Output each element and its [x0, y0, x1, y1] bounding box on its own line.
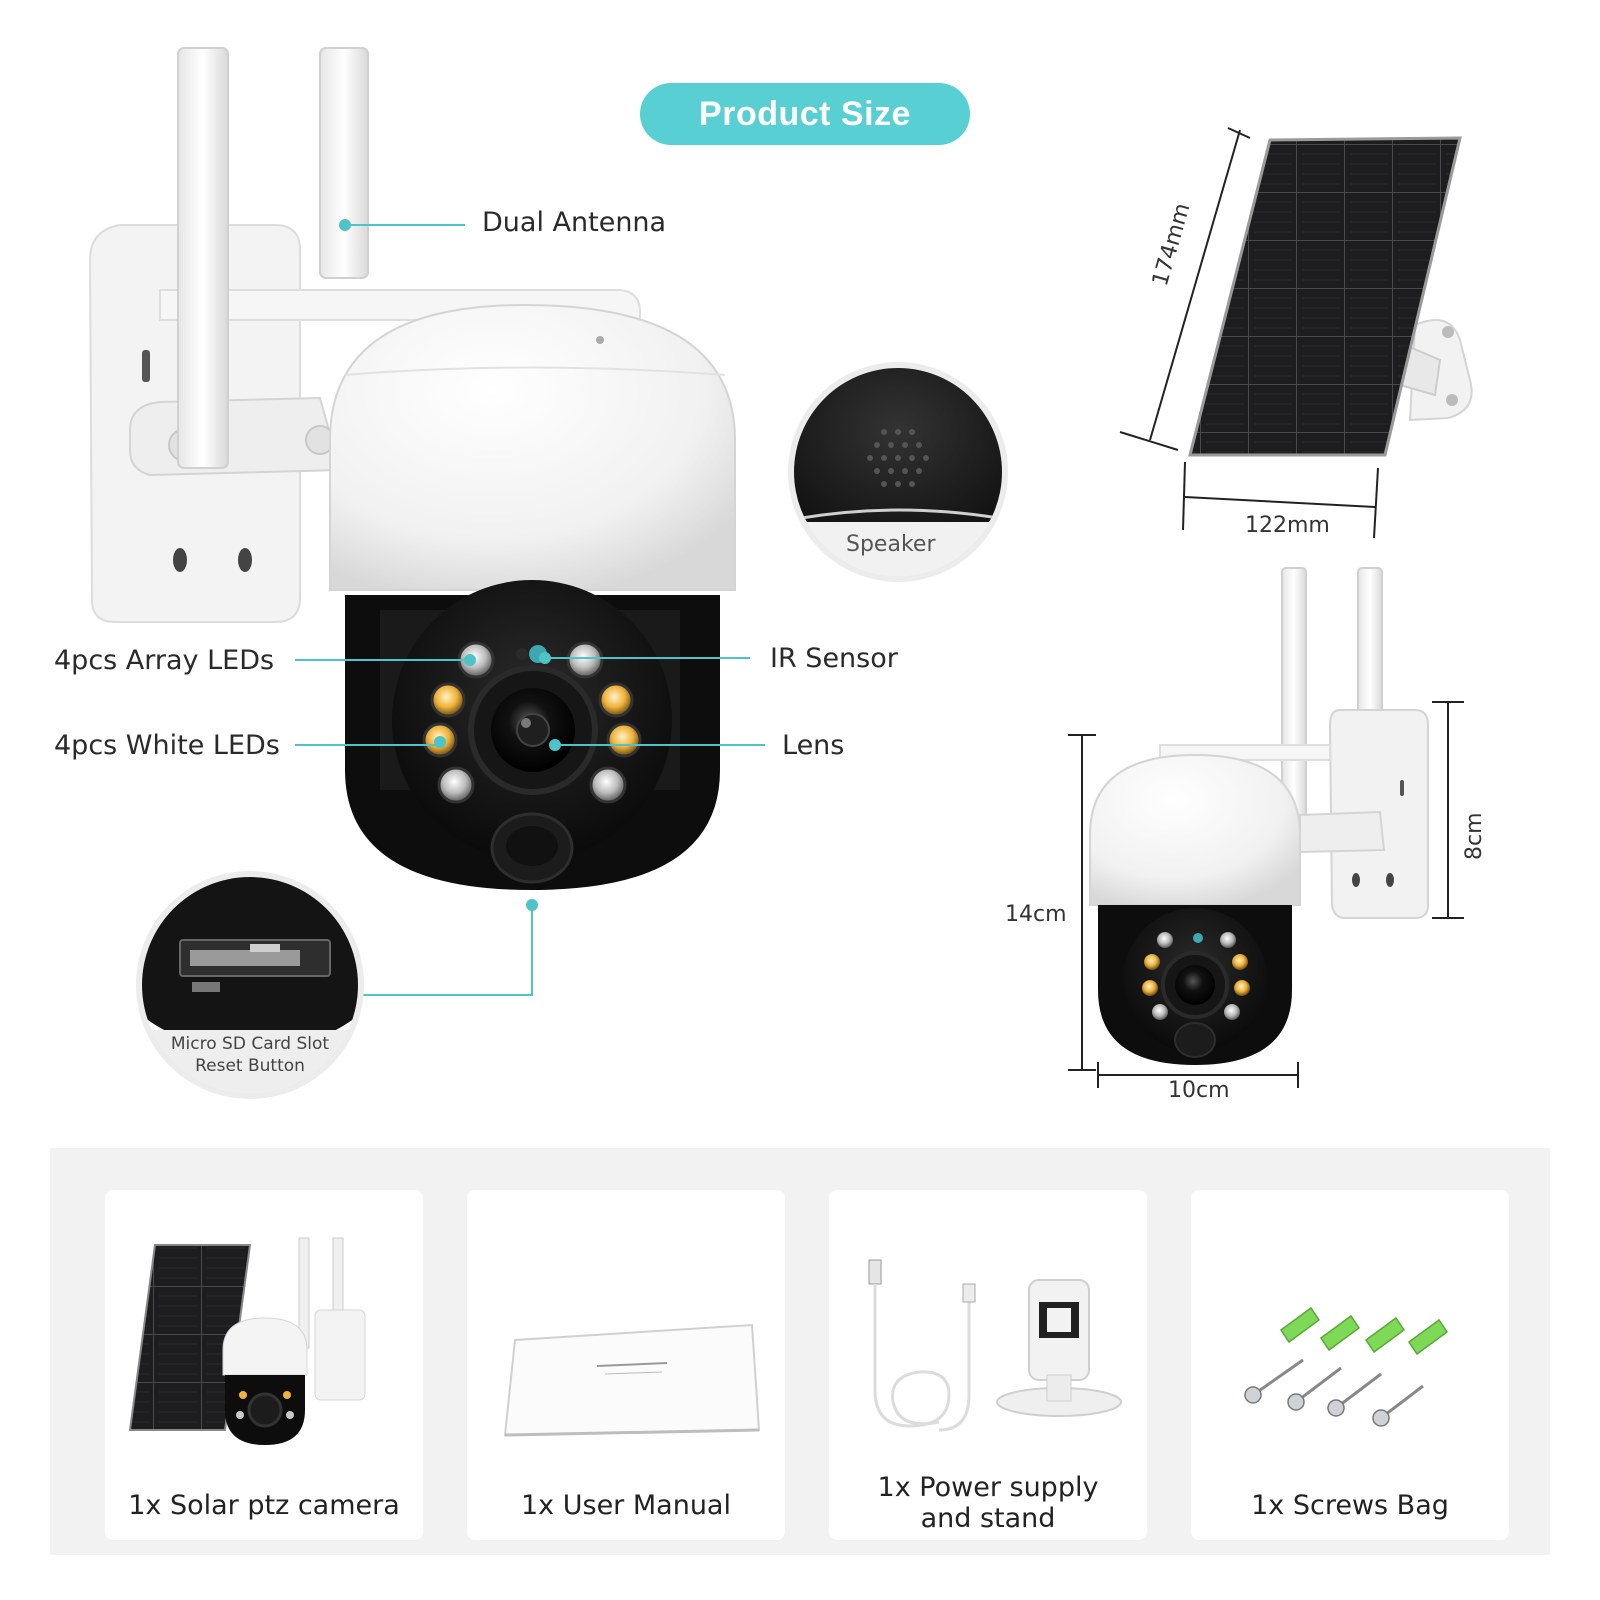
label-reset-button: Reset Button: [195, 1056, 305, 1076]
page-title: Product Size: [699, 94, 911, 133]
manual-icon: [503, 1323, 761, 1437]
label-speaker: Speaker: [846, 532, 936, 557]
package-item-label: 1x User Manual: [521, 1490, 731, 1521]
label-sd-slot: Micro SD Card Slot: [170, 1034, 330, 1054]
camera-dome: [329, 303, 736, 591]
dim-camera-width: 10cm: [1168, 1078, 1230, 1103]
package-item-label: 1x Solar ptz camera: [128, 1490, 400, 1521]
main-illustration: [88, 47, 1473, 1099]
dim-panel-width: 122mm: [1245, 513, 1330, 538]
label-dual-antenna: Dual Antenna: [482, 207, 667, 238]
lens-icon: [468, 665, 598, 795]
panel-dimension-lines: [1119, 127, 1379, 539]
label-lens: Lens: [782, 730, 845, 761]
white-leds: [422, 682, 642, 758]
label-array-leds: 4pcs Array LEDs: [54, 645, 275, 676]
package-item-label: 1x Screws Bag: [1251, 1490, 1449, 1521]
dim-camera-height: 14cm: [1005, 902, 1067, 927]
speaker-icon: [867, 429, 929, 487]
label-ir-sensor: IR Sensor: [770, 643, 898, 674]
package-item-camera: 1x Solar ptz camera: [105, 1190, 423, 1540]
sd-slot-inset: [136, 871, 364, 1099]
camera-kit-icon: [128, 1237, 366, 1445]
screws-icon: [1244, 1306, 1449, 1427]
camera-dimension-lines: [1068, 701, 1464, 1088]
power-supply-icon: [868, 1259, 1122, 1432]
dim-bracket-height: 8cm: [1462, 812, 1487, 860]
label-white-leds: 4pcs White LEDs: [54, 730, 280, 761]
dual-antenna: [177, 47, 369, 469]
solar-panel: [1188, 136, 1473, 457]
package-item-label: 1x Power supply: [877, 1472, 1099, 1503]
product-size-badge: Product Size: [640, 83, 970, 145]
speaker-inset: [788, 362, 1008, 582]
package-item-manual: 1x User Manual: [467, 1190, 785, 1540]
package-item-screws: 1x Screws Bag: [1191, 1190, 1509, 1540]
package-item-label-2: and stand: [920, 1503, 1056, 1534]
small-camera: [1089, 567, 1429, 1065]
leader-lines: [295, 219, 765, 996]
package-item-power: 1x Power supply and stand: [829, 1190, 1147, 1540]
